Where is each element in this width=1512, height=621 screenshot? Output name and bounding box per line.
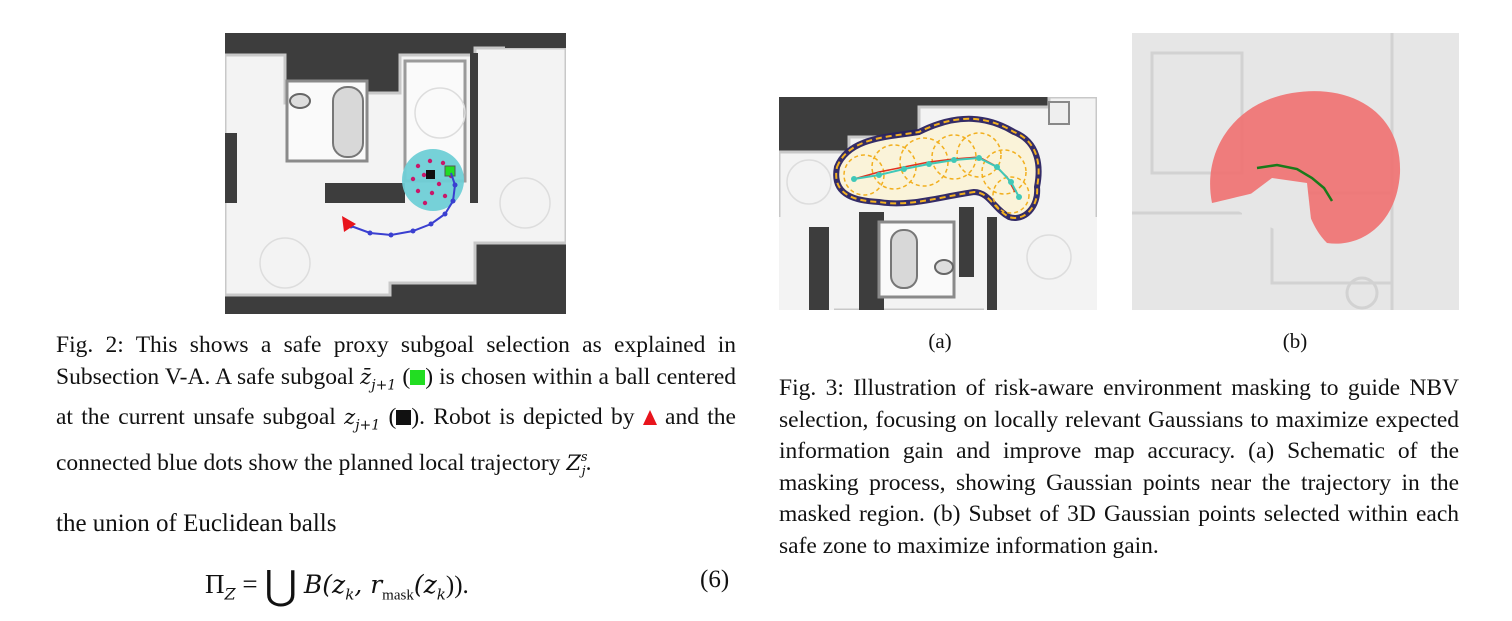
eq-subscript: k: [345, 585, 355, 604]
fig3b-pointcloud-svg: [1132, 33, 1459, 310]
fig2-caption: Fig. 2: This shows a safe proxy subgoal …: [56, 330, 736, 488]
eq-subscript: k: [436, 585, 446, 604]
fig3b-image: [1132, 33, 1459, 310]
caption-text: and the connected blue dots show the pla…: [56, 403, 736, 476]
safe-subgoal-legend-icon: [410, 369, 426, 385]
fig3a-map-svg: [779, 97, 1097, 310]
robot-triangle-icon: [642, 409, 657, 425]
caption-text: ). Robot is depicted by: [411, 403, 643, 430]
unsafe-subgoal-legend-icon: [396, 409, 412, 425]
fig3-sublabel-a: (a): [928, 329, 952, 353]
eq-union-symbol: ⋃: [264, 563, 298, 608]
math-subscript: j+1: [371, 377, 397, 394]
math-subscript: j: [581, 464, 586, 480]
unsafe-subgoal-square: [426, 170, 435, 179]
eq-equals: =: [235, 569, 265, 599]
caption-text: (: [396, 363, 411, 390]
fig3-sublabel-b: (b): [1282, 329, 1308, 353]
eq-subscript: Z: [224, 584, 236, 604]
eq-radius: , r: [354, 570, 383, 599]
robot-trajectory: [1256, 163, 1334, 202]
eq-pi: Π: [205, 569, 225, 599]
math-unsafe-subgoal: z: [344, 404, 356, 429]
equation-number: (6): [700, 566, 730, 593]
math-subscript: j+1: [355, 417, 381, 434]
safe-subgoal-square: [444, 165, 456, 177]
math-safe-subgoal: z̄: [360, 364, 372, 389]
fig2-image: [225, 33, 566, 314]
caption-text: ) is chosen within a ball centered at th…: [56, 363, 737, 430]
fig2-map-svg: [225, 33, 566, 314]
body-paragraph: the union of Euclidean balls: [56, 510, 337, 537]
math-superscript: s: [580, 449, 588, 465]
eq-arg: (z: [413, 570, 437, 599]
eq-close: )).: [445, 572, 469, 599]
caption-text: Fig. 2: This shows a safe proxy subgoal …: [56, 332, 736, 390]
equation-6: ΠZ = ⋃ B(zk, rmask(zk)).: [205, 562, 469, 609]
caption-text: .: [585, 449, 592, 476]
robot-marker: [342, 216, 356, 232]
fig3-caption: Fig. 3: Illustration of risk-aware envir…: [779, 375, 1459, 559]
gaussian-point-cloud: [1210, 91, 1401, 244]
math-trajectory: Z: [566, 450, 581, 475]
eq-ball: B(z: [303, 570, 346, 599]
caption-text: (: [380, 403, 397, 430]
fig3a-image: [779, 97, 1097, 310]
eq-subscript: mask: [382, 587, 414, 604]
